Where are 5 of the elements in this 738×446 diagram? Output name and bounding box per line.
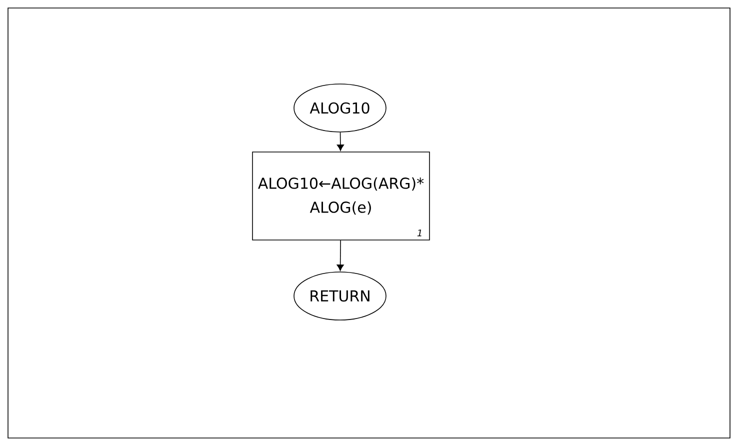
start-oval: ALOG10 [294,84,386,132]
arrow [336,132,344,151]
arrow [336,240,344,271]
end-oval: RETURN [294,272,386,320]
callout-number: 1 [417,230,422,236]
